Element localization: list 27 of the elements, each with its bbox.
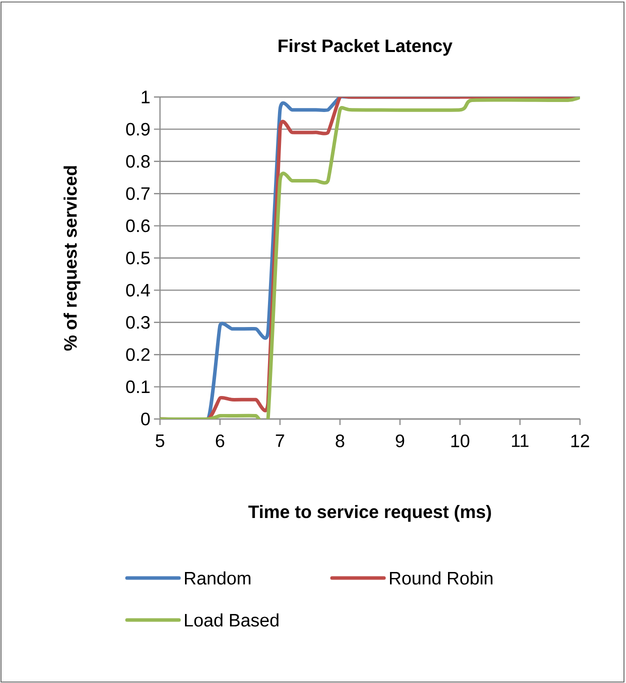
legend-label: Round Robin [390,571,492,585]
y-tick-label: 0.9 [126,122,150,136]
legend-label: Random [185,571,250,585]
x-tick-label: 12 [571,434,590,448]
y-tick-label: 0.8 [126,155,150,168]
y-tick-label: 0.5 [126,252,150,264]
y-tick-label: 0.4 [126,284,150,297]
y-tick-label: 0.2 [126,348,150,361]
x-tick-label: 8 [336,434,344,448]
axis-title: Time to service request (ms) [248,504,491,522]
x-tick-label: 5 [156,434,164,448]
y-tick-label: 0.6 [126,219,150,232]
y-tick-label: 0.7 [126,187,150,200]
y-tick-label: 0.3 [126,316,150,329]
x-tick-label: 7 [276,434,284,447]
x-tick-label: 6 [216,434,224,448]
y-tick-label: 0 [141,412,150,426]
y-tick-label: 1 [142,90,150,104]
x-tick-label: 11 [512,434,528,447]
axis-title: % of request serviced [64,166,80,351]
legend-label: Load Based [185,613,278,627]
chart-title: First Packet Latency [278,38,452,56]
x-tick-label: 9 [396,434,404,448]
y-tick-label: 0.1 [126,380,150,394]
line-series [160,97,580,419]
x-tick-label: 10 [451,434,470,448]
line-chart: 5 6 7 8 9 10 11 12 0 0.1 0.2 0.3 0.4 0.5 0.6 0.7 0.8 0.9 1 [126,90,590,448]
